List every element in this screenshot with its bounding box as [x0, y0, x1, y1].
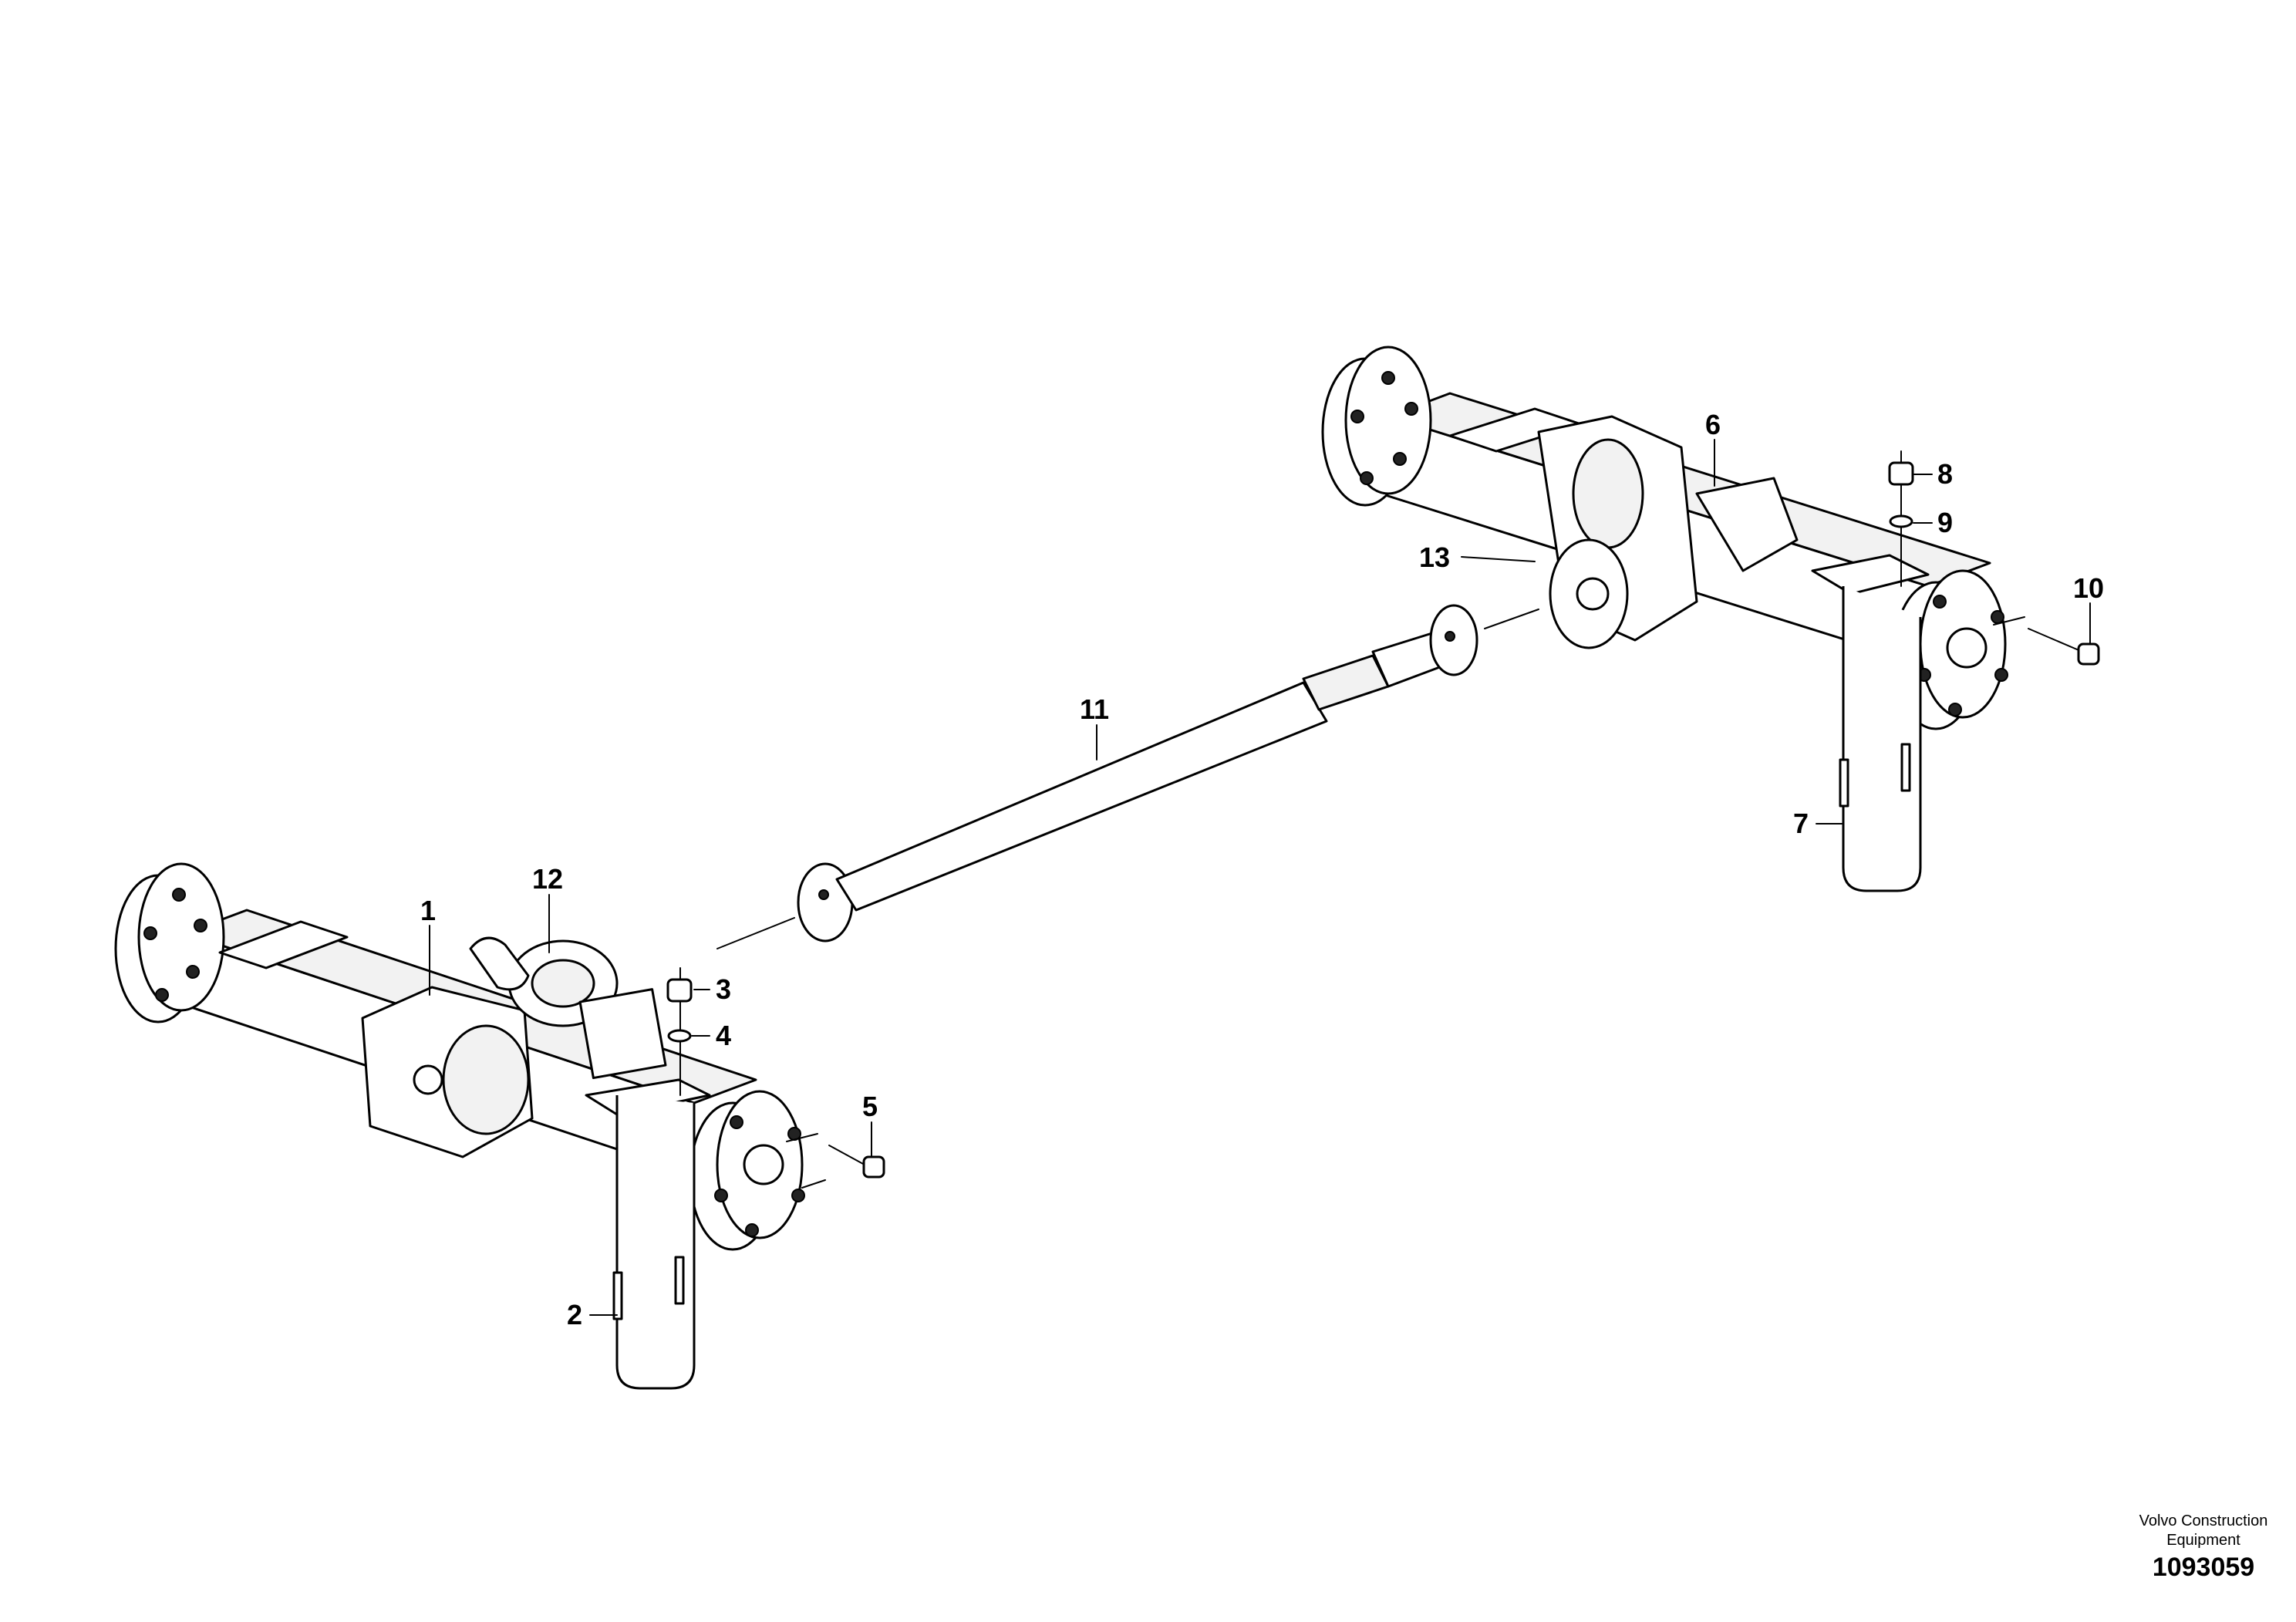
propeller-shaft	[716, 604, 1539, 949]
drawing-number: 1093059	[2153, 1553, 2254, 1582]
callout-1: 1	[420, 895, 436, 926]
front-nut-washer	[666, 967, 693, 1096]
callout-9: 9	[1937, 507, 1953, 538]
callout-4: 4	[716, 1020, 731, 1051]
company-name-line2: Equipment	[2166, 1532, 2240, 1549]
callout-12: 12	[532, 863, 563, 895]
callout-7: 7	[1793, 808, 1809, 839]
callout-3: 3	[716, 973, 731, 1005]
rear-axle-assembly	[1321, 346, 2025, 730]
callout-6: 6	[1705, 409, 1721, 440]
callout-10: 10	[2073, 572, 2104, 604]
rear-nut-washer	[1888, 450, 1914, 587]
rear-hub-nut	[2028, 628, 2100, 666]
callout-labels: 1 2 3 4 5 6 7 8 9 10 11 12 13	[420, 409, 2104, 1330]
callout-11: 11	[1080, 693, 1109, 725]
leader-lines	[429, 439, 2091, 1316]
front-axle-assembly	[114, 862, 826, 1251]
drawing-footer: Volvo Construction Equipment 1093059	[2139, 1512, 2268, 1582]
callout-13: 13	[1419, 541, 1450, 573]
company-name-line1: Volvo Construction	[2139, 1512, 2268, 1529]
rear-u-bolt	[1842, 586, 1922, 892]
callout-5: 5	[862, 1091, 878, 1122]
front-u-bolt	[615, 1095, 696, 1390]
callout-2: 2	[567, 1299, 582, 1330]
callout-8: 8	[1937, 458, 1953, 490]
front-hub-nut	[828, 1145, 885, 1179]
